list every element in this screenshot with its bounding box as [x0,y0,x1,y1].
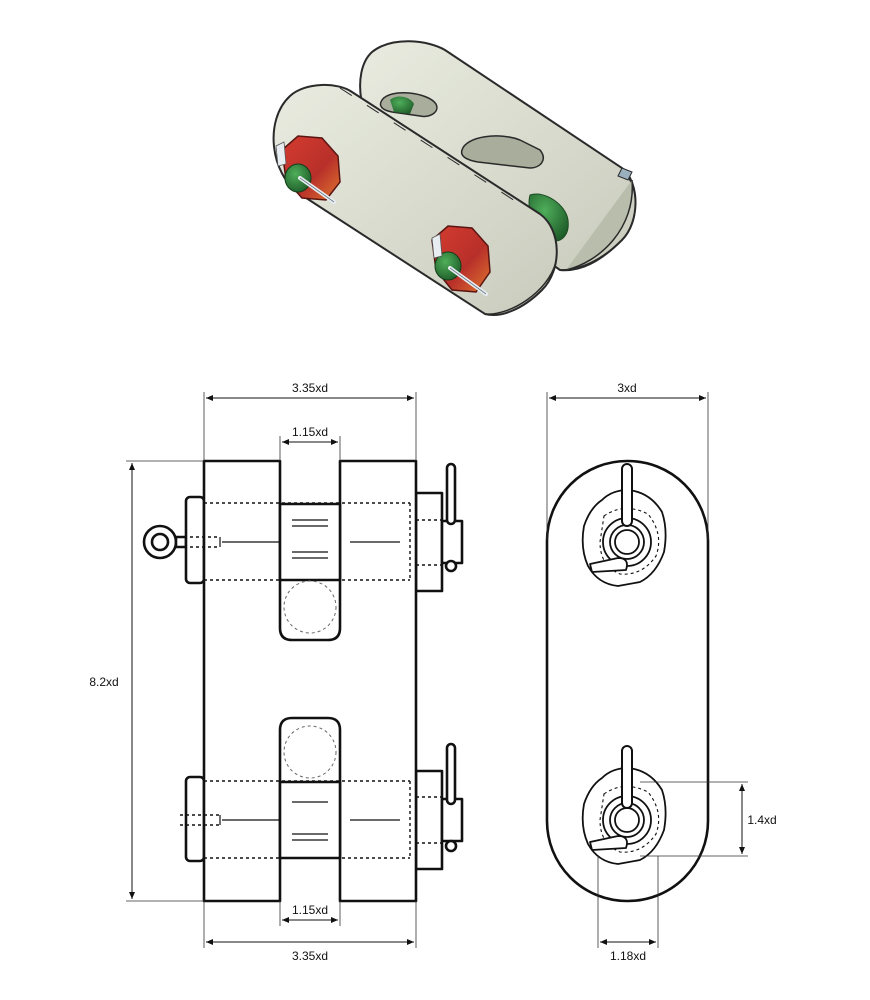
dim-side-width: 3xd [617,381,636,395]
dim-slot-width-top: 1.15xd [292,425,328,439]
nut-top [414,491,444,593]
dim-nut-width: 1.18xd [610,949,646,963]
side-view: 3xd 1.4xd 1.18xd [545,381,777,963]
side-nut-top [581,463,667,587]
cotter-pin-bottom [445,742,457,806]
isometric-view [272,40,637,316]
front-view: 3.35xd 1.15xd 8.2xd 1.15xd 3.35xd [89,381,464,963]
dim-front-width-bottom: 3.35xd [292,949,328,963]
pin-head-top [184,495,206,585]
pin-head-bottom [184,775,206,863]
back-plate [359,40,637,272]
eye-bolt-icon [142,524,188,560]
side-plate-outline [545,459,710,903]
nut-bottom-right [431,225,491,296]
nut-collar-top [440,519,464,565]
nut-bottom [414,769,444,871]
dim-front-width-top: 3.35xd [292,381,328,395]
spacer-top [278,502,342,582]
cotter-pin-top [445,462,457,526]
nut-collar-bottom [440,797,464,843]
dim-slot-width-bottom: 1.15xd [292,903,328,917]
dim-hole-offset: 1.4xd [747,813,776,827]
dim-height: 8.2xd [89,675,118,689]
nut-top-left [275,135,341,204]
spacer-bottom [278,780,342,860]
side-nut-bottom [581,745,667,865]
